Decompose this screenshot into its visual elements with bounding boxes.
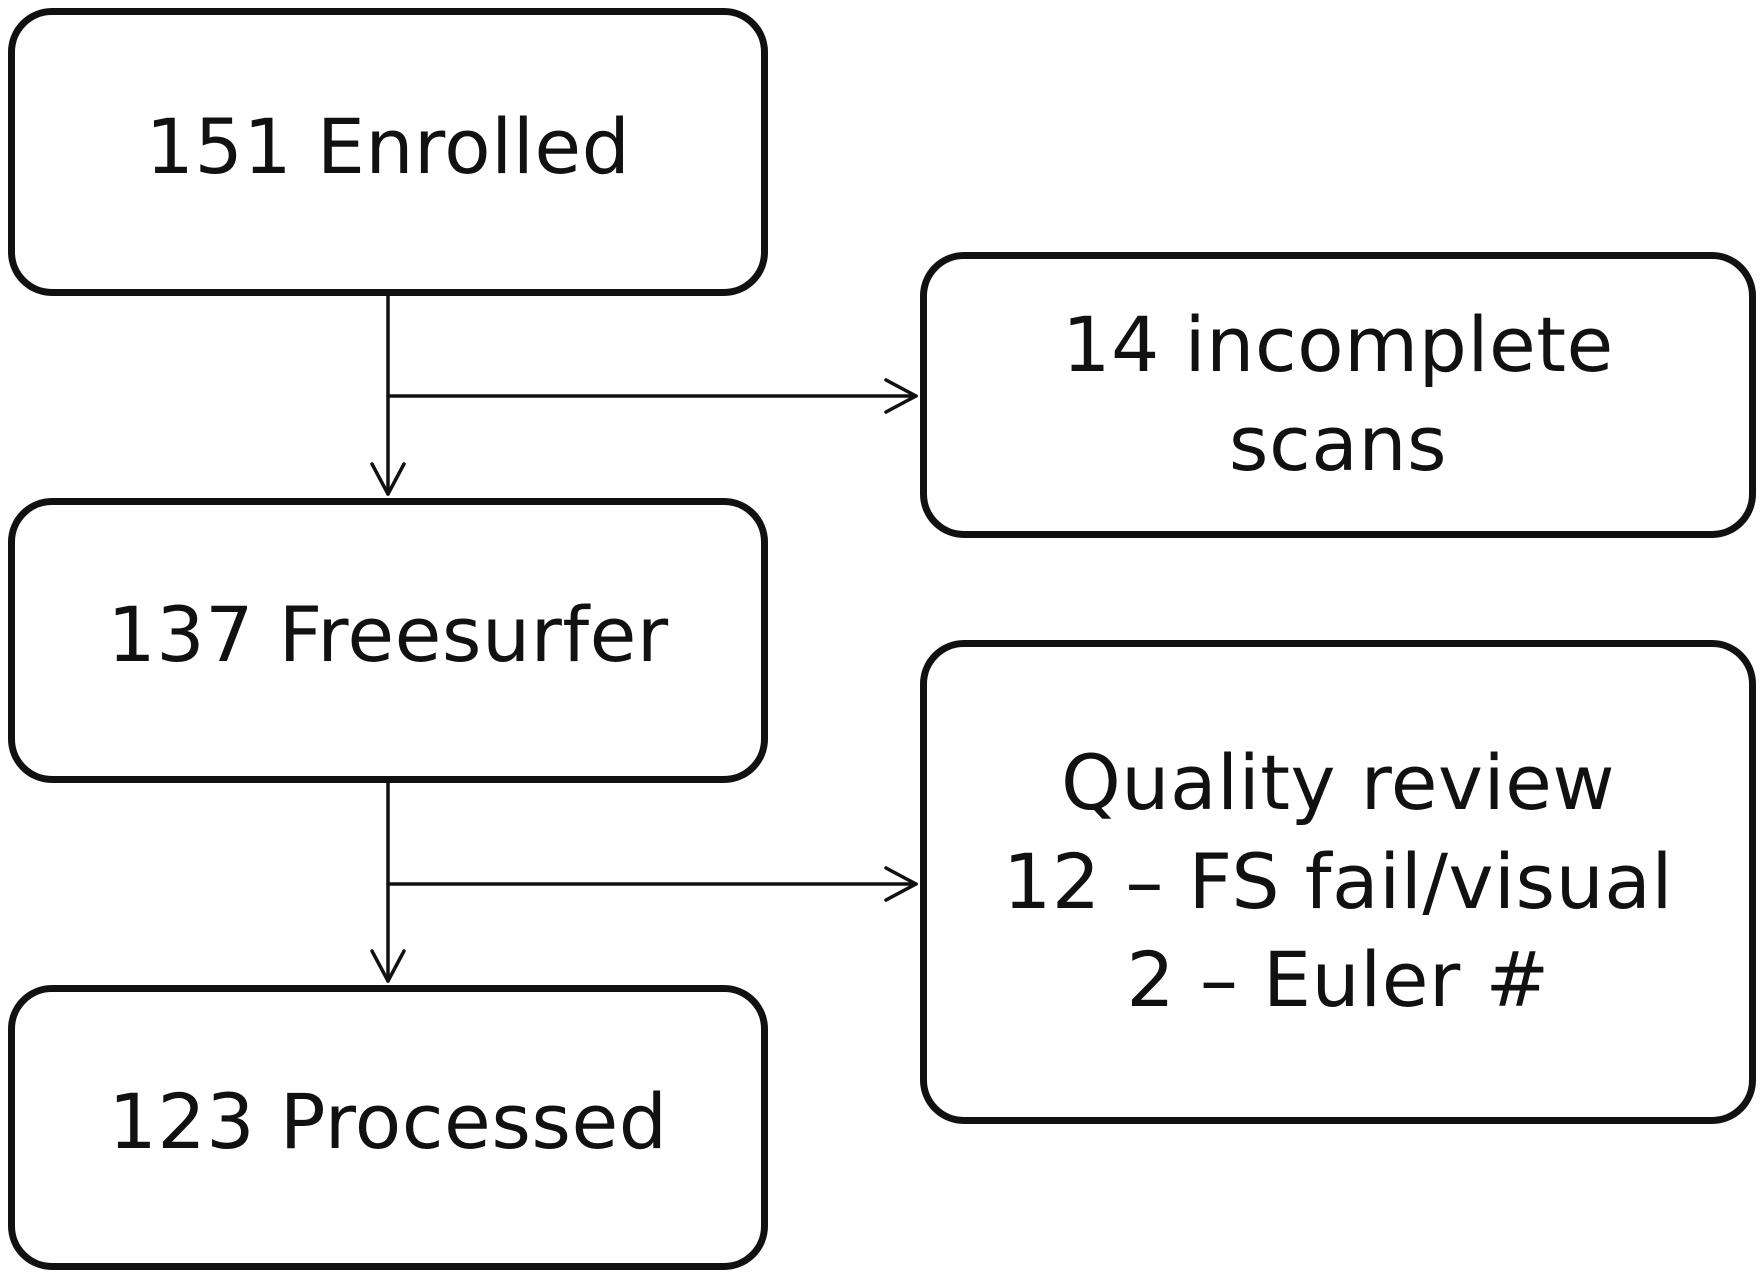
freesurfer-box: 137 Freesurfer xyxy=(8,498,768,783)
quality-label-line2: 12 – FS fail/visual xyxy=(1002,836,1673,926)
incomplete-scans-box: 14 incomplete scans xyxy=(920,252,1756,538)
arrowhead-freesurfer xyxy=(370,462,406,496)
incomplete-label-line1: 14 incomplete xyxy=(1062,300,1614,390)
incomplete-label-line2: scans xyxy=(1228,399,1448,488)
enrolled-label: 151 Enrolled xyxy=(145,101,631,191)
processed-label: 123 Processed xyxy=(108,1077,668,1167)
processed-box: 123 Processed xyxy=(8,985,768,1270)
quality-label-line1: Quality review xyxy=(1060,737,1616,827)
arrowhead-quality xyxy=(884,866,918,902)
quality-review-box: Quality review 12 – FS fail/visual 2 – E… xyxy=(920,640,1756,1124)
enrolled-box: 151 Enrolled xyxy=(8,8,768,296)
arrowhead-incomplete xyxy=(884,378,918,414)
quality-label-line3: 2 – Euler # xyxy=(1126,935,1550,1025)
freesurfer-label: 137 Freesurfer xyxy=(107,590,669,680)
arrowhead-processed xyxy=(370,949,406,983)
